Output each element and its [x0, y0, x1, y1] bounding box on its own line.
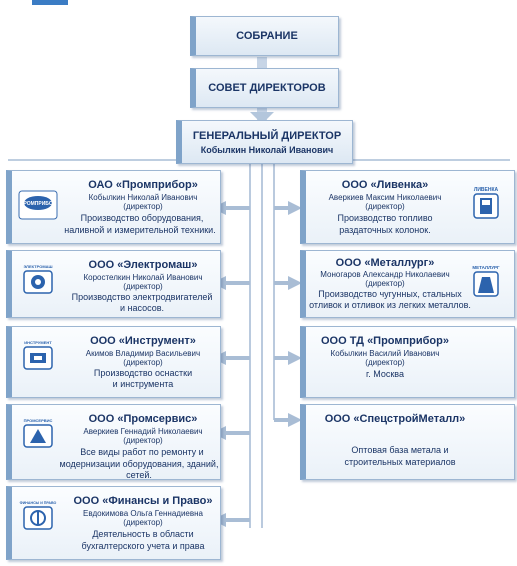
org-director-role: (директор) — [365, 358, 405, 367]
org-director: Моногаров Александр Николаевич — [320, 270, 450, 279]
org-desc-1: Производство чугунных, стальных — [318, 289, 462, 299]
org-desc-1: Производство оборудования, — [80, 213, 204, 223]
shareholders-box: СОБРАНИЕ АКЦИОНЕРОВ — [190, 16, 339, 80]
org-desc-2: бухгалтерского учета и права — [81, 541, 205, 551]
org-director-role: (директор) — [123, 436, 163, 445]
board-label: СОВЕТ ДИРЕКТОРОВ — [208, 82, 326, 94]
org-title: ООО ТД «Промприбор» — [321, 335, 449, 347]
org-director-role: (директор) — [365, 202, 405, 211]
org-desc-1: Деятельность в области — [92, 529, 194, 539]
org-director-role: (директор) — [123, 358, 163, 367]
org-card-finance-law: ФИНАНСЫ И ПРАВО ООО «Финансы и Право» Ев… — [6, 486, 221, 560]
org-title: ООО «Промсервис» — [88, 413, 198, 425]
org-desc-2: отливок и отливок из легких металлов. — [309, 300, 471, 310]
svg-text:ФИНАНСЫ И ПРАВО: ФИНАНСЫ И ПРАВО — [20, 501, 57, 505]
org-card-livenka: ЛИВЕНКА ООО «Ливенка» Аверкиев Максим Ни… — [300, 170, 515, 244]
svg-text:ЛИВЕНКА: ЛИВЕНКА — [474, 187, 499, 193]
org-desc-2: и насосов. — [120, 303, 164, 313]
org-card-instrument: ИНСТРУМЕНТ ООО «Инструмент» Акимов Влади… — [6, 326, 221, 398]
org-card-promservis: ПРОМСЕРВИС ООО «Промсервис» Аверкиев Ген… — [6, 404, 221, 480]
org-title: ООО «Финансы и Право» — [73, 495, 213, 507]
svg-text:МЕТАЛЛУРГ: МЕТАЛЛУРГ — [472, 265, 500, 270]
top-accent-bar — [32, 0, 68, 5]
org-title: ООО «Инструмент» — [90, 335, 196, 347]
org-card-metallurg: МЕТАЛЛУРГ ООО «Металлург» Моногаров Алек… — [300, 250, 515, 318]
ceo-box: ГЕНЕРАЛЬНЫЙ ДИРЕКТОР Кобылкин Николай Ив… — [176, 120, 353, 164]
pump-logo-icon: ЛИВЕНКА — [466, 185, 506, 225]
finance-logo-icon: ФИНАНСЫ И ПРАВО — [18, 499, 58, 539]
org-director-role: (директор) — [123, 282, 163, 291]
org-desc-1: Производство топливо — [337, 213, 433, 223]
org-title: ООО «СпецстройМеталл» — [324, 413, 466, 425]
org-desc-2: модернизации оборудования, зданий, сетей… — [59, 459, 219, 480]
org-desc-2: и инструмента — [112, 379, 174, 389]
motor-logo-icon: ЭЛЕКТРОМАШ — [18, 263, 58, 303]
org-director-role: (директор) — [123, 518, 163, 527]
ceo-title: ГЕНЕРАЛЬНЫЙ ДИРЕКТОР — [192, 130, 342, 142]
org-desc-1: г. Москва — [366, 369, 404, 379]
board-box: СОВЕТ ДИРЕКТОРОВ — [190, 68, 339, 108]
org-director-role: (директор) — [123, 202, 163, 211]
org-desc-1: Производство оснастки — [93, 368, 193, 378]
org-title: ООО «Ливенка» — [341, 179, 429, 191]
org-title: ОАО «Промприбор» — [88, 179, 198, 191]
service-logo-icon: ПРОМСЕРВИС — [18, 417, 58, 457]
ceo-name: Кобылкин Николай Иванович — [200, 145, 334, 155]
org-card-elektromash: ЭЛЕКТРОМАШ ООО «Электромаш» Коростелкин … — [6, 250, 221, 318]
org-director: Коростелкин Николай Иванович — [83, 273, 203, 282]
svg-text:ПРОМСЕРВИС: ПРОМСЕРВИС — [24, 418, 53, 423]
svg-text:ПРОМПРИБОР: ПРОМПРИБОР — [20, 201, 57, 207]
org-director: Аверкиев Геннадий Николаевич — [83, 427, 203, 436]
org-director: Акимов Владимир Васильевич — [85, 349, 201, 358]
org-title: ООО «Металлург» — [335, 257, 435, 269]
org-desc-1: Производство электродвигателей — [71, 292, 213, 302]
foundry-logo-icon: МЕТАЛЛУРГ — [466, 263, 506, 303]
org-director: Кобылкин Николай Иванович — [88, 193, 198, 202]
org-desc-2: строительных материалов — [344, 457, 456, 467]
gauge-logo-icon: ПРОМПРИБОР — [18, 185, 58, 225]
org-title: ООО «Электромаш» — [88, 259, 198, 271]
org-card-td-prompribor: ООО ТД «Промприбор» Кобылкин Василий Ива… — [300, 326, 515, 398]
org-card-prompribor: ПРОМПРИБОР ОАО «Промприбор» Кобылкин Ник… — [6, 170, 221, 244]
org-director: Кобылкин Василий Иванович — [330, 349, 440, 358]
org-card-spetsstroymetall: ООО «СпецстройМеталл» Оптовая база метал… — [300, 404, 515, 480]
tool-logo-icon: ИНСТРУМЕНТ — [18, 339, 58, 379]
org-desc-1: Все виды работ по ремонту и — [80, 447, 204, 457]
org-desc-2: наливной и измерительной техники. — [64, 225, 216, 235]
org-director: Евдокимова Ольга Геннадиевна — [83, 509, 203, 518]
org-desc-1: Оптовая база метала и — [351, 445, 449, 455]
org-director: Аверкиев Максим Николаевич — [328, 193, 442, 202]
svg-text:ЭЛЕКТРОМАШ: ЭЛЕКТРОМАШ — [23, 264, 52, 269]
org-desc-2: раздаточных колонок. — [339, 225, 431, 235]
org-director-role: (директор) — [365, 279, 405, 288]
svg-text:ИНСТРУМЕНТ: ИНСТРУМЕНТ — [24, 340, 52, 345]
